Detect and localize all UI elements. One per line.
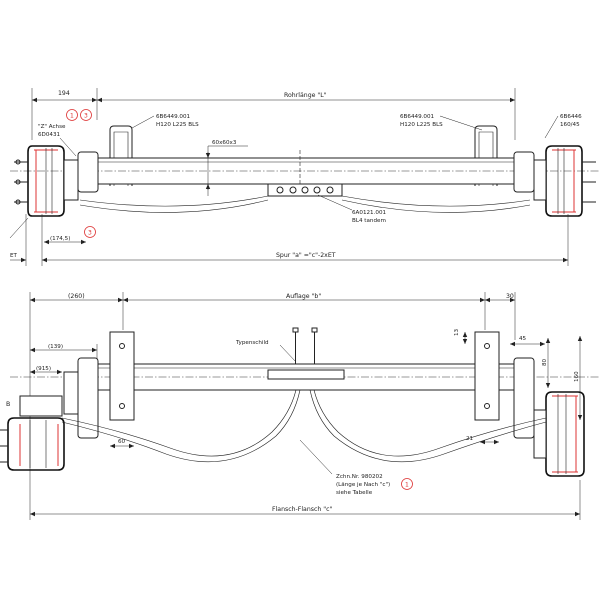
callout-circle-bottom-1 <box>401 478 413 490</box>
code-6d0431-label: 6D0431 <box>38 132 61 138</box>
hub-right-bottom <box>513 357 585 477</box>
brake-cable-right-a <box>313 389 547 457</box>
part-far-right-line1: 6B6446 <box>560 114 582 120</box>
part-right-line1: 6B6449.001 <box>400 114 435 120</box>
profile-label: 60x60x3 <box>212 140 237 146</box>
profile-dimension: 60x60x3 <box>205 140 248 196</box>
top-view: 194 Rohrlänge "L" 1 3 "Z" Achse 6D0431 6… <box>9 88 600 266</box>
axle-tube-bottom <box>10 363 600 391</box>
dimension-spur: ET Spur "a" ="c"-2xET <box>10 214 569 266</box>
dim-160-label: 160 <box>574 371 580 382</box>
z-achse-label: "Z" Achse <box>38 124 66 130</box>
dim-194-label: 194 <box>58 90 70 97</box>
bracket-line1: 6A0121.001 <box>352 210 387 216</box>
dim-174-5-label: (174,5) <box>50 236 70 242</box>
dim-80-label: 80 <box>542 358 548 366</box>
hub-left-bottom <box>0 357 99 471</box>
central-bracket: 6A0121.001 BL4 tandem <box>267 183 387 224</box>
leader-6d0431 <box>59 137 77 157</box>
auflage-label: Auflage "b" <box>286 293 321 300</box>
rohrlange-label: Rohrlänge "L" <box>284 92 327 99</box>
dim-21-label: 21 <box>466 436 474 442</box>
cable-left-bottom <box>79 199 269 213</box>
hub-left-top <box>14 145 99 217</box>
zeichnr-line2: (Länge je Nach "c") <box>336 482 390 488</box>
brake-cable-left-a <box>61 389 297 457</box>
dim-45-label: 45 <box>519 336 527 342</box>
callout-3b-label: 3 <box>88 230 92 237</box>
cable-right-bottom <box>341 199 531 213</box>
label-b: B <box>6 401 10 408</box>
part-far-right-line2: 160/45 <box>560 122 580 128</box>
brake-cable-left-b <box>61 389 301 463</box>
leader-part-far-right <box>544 115 559 139</box>
side-dimensions: 13 45 80 160 <box>454 328 583 420</box>
dimension-flansch: Flansch-Flansch "c" <box>30 480 581 520</box>
bottom-view: (260) Auflage "b" 30 (139) (915) Typensc… <box>0 292 600 520</box>
dimension-auflage: (260) Auflage "b" 30 <box>29 292 516 520</box>
leader-typenschild <box>279 344 297 363</box>
brake-cable-right-b <box>309 389 547 463</box>
part-left-line2: H120 L225 BLS <box>156 122 199 128</box>
dimension-194: 194 <box>31 88 98 140</box>
leader-part-left <box>131 115 155 129</box>
cable-connectors <box>292 327 318 366</box>
dim-60-label: 60 <box>118 439 126 445</box>
cable-right-top <box>341 195 531 207</box>
part-left-line1: 6B6449.001 <box>156 114 191 120</box>
callout-circle-1 <box>66 109 78 121</box>
callout-bottom-1-label: 1 <box>405 482 409 489</box>
spur-label: Spur "a" ="c"-2xET <box>276 252 336 259</box>
flansch-label: Flansch-Flansch "c" <box>272 506 333 513</box>
leader-left-wheel <box>9 217 29 239</box>
et-label: ET <box>10 253 18 259</box>
zeichnr-line1: Zchn.Nr. 980202 <box>336 474 383 480</box>
leader-zeichnr <box>299 439 333 475</box>
dim-30-label: 30 <box>506 293 514 300</box>
callout-1-label: 1 <box>70 113 74 120</box>
typenschild-label: Typenschild <box>235 340 269 346</box>
dim-139-label: (139) <box>48 344 63 350</box>
dim-915-label: (915) <box>36 366 51 372</box>
zeichnr-line3: siehe Tabelle <box>336 490 373 496</box>
part-right-line2: H120 L225 BLS <box>400 122 443 128</box>
hanger-plate-left <box>109 331 135 421</box>
dimension-rohrlange: Rohrlänge "L" <box>97 88 516 140</box>
callout-3-label: 3 <box>84 113 88 120</box>
dim-260-label: (260) <box>68 293 85 300</box>
cable-left-top <box>79 195 269 207</box>
callout-circle-3b <box>84 226 96 238</box>
hanger-plate-right <box>474 331 500 421</box>
callout-circle-3 <box>80 109 92 121</box>
bracket-line2: BL4 tandem <box>352 218 386 224</box>
hub-right-top <box>513 145 596 217</box>
dim-13-label: 13 <box>454 328 460 336</box>
